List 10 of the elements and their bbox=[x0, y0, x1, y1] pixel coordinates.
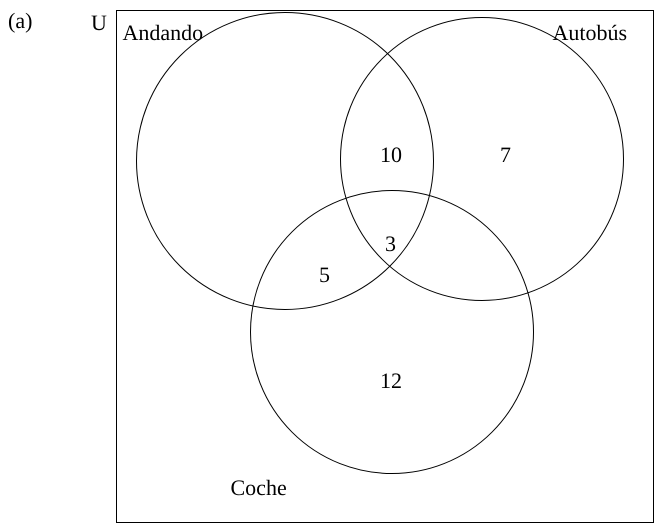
set-label: Autobús bbox=[552, 22, 628, 44]
region-count: 5 bbox=[319, 264, 330, 286]
universal-set-label: U bbox=[91, 12, 107, 34]
set-label: Andando bbox=[122, 22, 204, 44]
region-count: 10 bbox=[380, 144, 402, 166]
region-count: 7 bbox=[500, 144, 511, 166]
panel-label: (a) bbox=[8, 10, 32, 32]
set-label: Coche bbox=[230, 476, 287, 498]
region-count: 3 bbox=[385, 233, 396, 255]
region-count: 12 bbox=[380, 370, 402, 392]
